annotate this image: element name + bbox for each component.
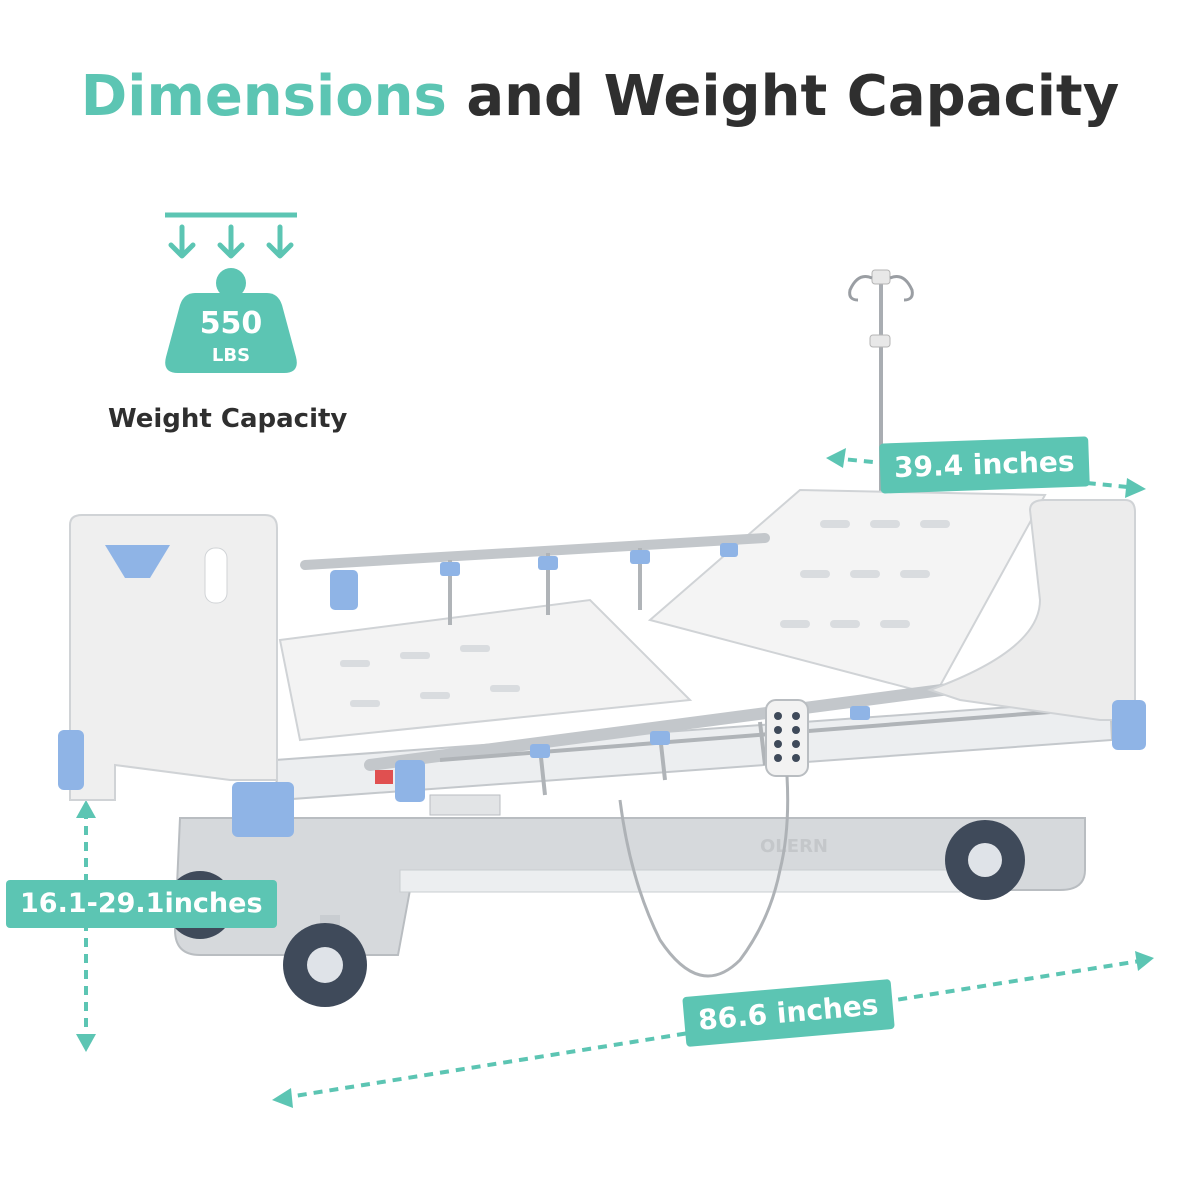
page-title: Dimensions and Weight Capacity [0,64,1200,129]
headboard [926,499,1146,750]
height-arrow-head-bottom [76,1034,96,1052]
title-rest: and Weight Capacity [466,64,1120,129]
side-rail-front [364,679,1051,802]
weight-unit: LBS [212,345,250,366]
height-scale [429,794,501,816]
caster-wheel [283,915,367,1007]
base-rail [399,869,961,893]
rail-release-latch [375,770,393,784]
width-arrow-head-left [826,448,846,468]
length-arrow-head-right [1135,951,1154,971]
length-arrow-head-left [272,1088,293,1108]
side-rail-back [300,533,770,625]
weight-load-icon: 550 LBS [165,212,297,373]
width-dimension-badge: 39.4 inches [879,436,1090,494]
height-arrow-head-top [76,800,96,818]
weight-caption: Weight Capacity [108,404,348,434]
hand-remote-icon [618,699,809,978]
down-arrows-icon [168,224,294,259]
footboard [58,514,294,837]
weight-body [165,293,297,373]
foot-section [278,598,693,742]
width-arrow-head-right [1125,478,1146,498]
platform-vents [340,520,950,707]
brand-mark: OLERN [760,836,828,857]
height-dimension-badge: 16.1-29.1inches [6,880,277,929]
weight-knob [216,268,246,298]
title-accent-word: Dimensions [80,64,447,129]
caster-wheel [945,820,1025,900]
weight-value: 550 [200,306,263,341]
